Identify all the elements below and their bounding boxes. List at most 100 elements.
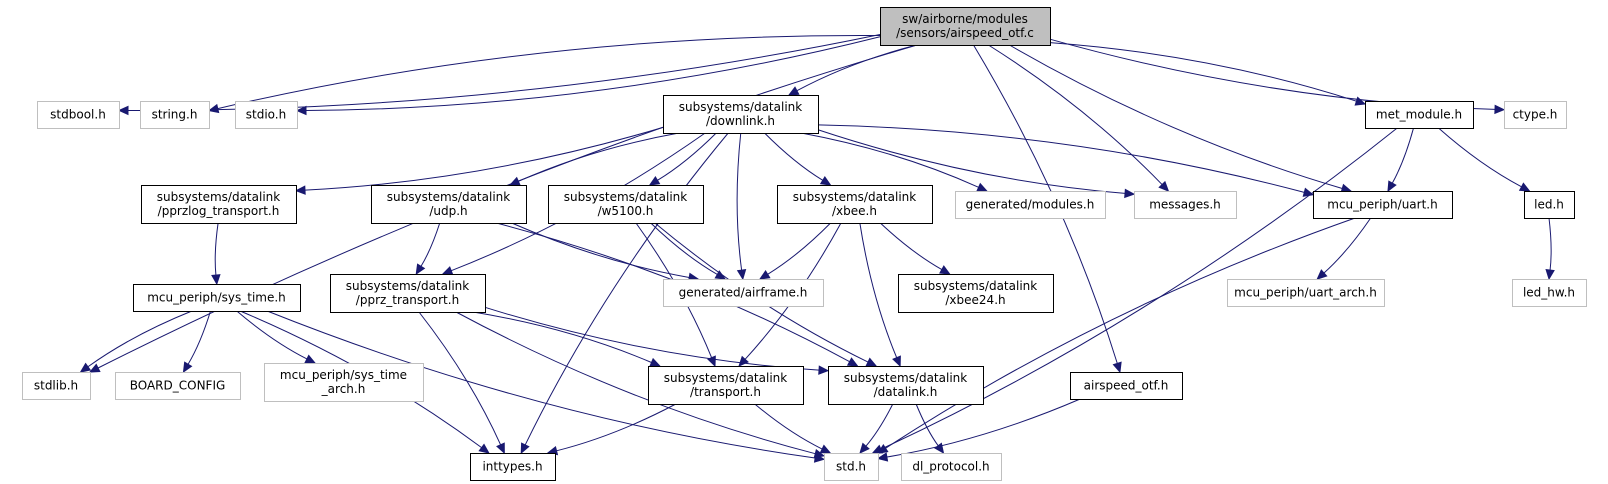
node-box-udp bbox=[371, 185, 527, 224]
node-label-stdbool-line-1: stdbool.h bbox=[50, 108, 106, 122]
arrowhead-sys_time-to-board_config bbox=[182, 361, 193, 374]
node-box-inttypes bbox=[470, 453, 556, 481]
node-string: string.h bbox=[140, 101, 210, 129]
node-label-sys_time_arch-line-2: _arch.h bbox=[321, 382, 366, 396]
node-box-met_module bbox=[1365, 101, 1474, 129]
edge-w5100-to-gen_airframe bbox=[650, 222, 718, 275]
node-label-pprzlog-line-1: subsystems/datalink bbox=[157, 190, 280, 204]
arrowhead-pprz_transport-to-inttypes bbox=[496, 442, 505, 455]
arrowhead-w5100-to-gen_airframe bbox=[714, 270, 727, 280]
node-label-udp-line-2: /udp.h bbox=[429, 204, 467, 218]
edge-downlink-to-xbee bbox=[764, 132, 824, 181]
node-board_config: BOARD_CONFIG bbox=[115, 372, 241, 400]
arrowhead-w5100-to-transport bbox=[707, 355, 716, 368]
node-label-string-line-1: string.h bbox=[152, 108, 198, 122]
arrowhead-root-to-string bbox=[207, 103, 220, 114]
node-gen_modules: generated/modules.h bbox=[955, 191, 1106, 219]
node-label-inttypes-line-1: inttypes.h bbox=[482, 460, 542, 474]
arrowhead-xbee-to-gen_airframe bbox=[758, 269, 771, 280]
node-udp[interactable]: subsystems/datalink/udp.h bbox=[371, 185, 527, 224]
edge-root-to-stdio bbox=[305, 36, 881, 112]
node-box-root bbox=[880, 7, 1051, 46]
node-datalink[interactable]: subsystems/datalink/datalink.h bbox=[828, 366, 984, 405]
arrowhead-led-to-led_hw bbox=[1545, 268, 1555, 281]
edge-sys_time-to-sys_time_arch bbox=[236, 310, 308, 360]
arrowhead-uart-to-uart_arch bbox=[1316, 269, 1328, 280]
node-uart[interactable]: mcu_periph/uart.h bbox=[1313, 191, 1453, 219]
node-label-gen_modules-line-1: generated/modules.h bbox=[966, 198, 1095, 212]
node-sys_time[interactable]: mcu_periph/sys_time.h bbox=[133, 284, 301, 312]
arrowhead-downlink-to-uart bbox=[1302, 187, 1315, 197]
node-met_module[interactable]: met_module.h bbox=[1365, 101, 1474, 129]
node-label-sys_time-line-1: mcu_periph/sys_time.h bbox=[147, 291, 286, 305]
node-label-stdlib-line-1: stdlib.h bbox=[34, 379, 78, 393]
arrowhead-sys_time-to-inttypes bbox=[478, 443, 490, 454]
arrowhead-pprzlog-to-sys_time bbox=[211, 274, 221, 286]
edge-datalink-to-std bbox=[865, 403, 894, 447]
edge-airspeed_otf-to-std bbox=[886, 398, 1081, 458]
arrowhead-downlink-to-inttypes bbox=[520, 442, 530, 455]
node-uart_arch: mcu_periph/uart_arch.h bbox=[1227, 279, 1385, 307]
node-label-transport-line-2: /transport.h bbox=[690, 385, 761, 399]
node-ctype: ctype.h bbox=[1504, 101, 1567, 129]
node-box-gen_modules bbox=[955, 191, 1106, 219]
arrowhead-downlink-to-pprzlog bbox=[294, 185, 306, 195]
arrowhead-met_module-to-uart bbox=[1387, 180, 1397, 193]
arrowhead-downlink-to-messages bbox=[1124, 188, 1136, 199]
node-label-root-line-2: /sensors/airspeed_otf.c bbox=[896, 26, 1034, 40]
edge-xbee-to-xbee24 bbox=[879, 222, 943, 271]
node-transport[interactable]: subsystems/datalink/transport.h bbox=[648, 366, 804, 405]
arrowhead-root-to-messages bbox=[1158, 180, 1170, 192]
node-messages: messages.h bbox=[1134, 191, 1237, 219]
arrowhead-xbee-to-xbee24 bbox=[939, 265, 951, 275]
node-led[interactable]: led.h bbox=[1524, 191, 1575, 219]
node-box-stdbool bbox=[37, 101, 120, 129]
edge-downlink-to-messages bbox=[817, 129, 1126, 194]
arrowhead-root-to-stdbool bbox=[117, 105, 129, 116]
node-label-downlink-line-1: subsystems/datalink bbox=[679, 100, 802, 114]
node-box-downlink bbox=[663, 95, 819, 134]
arrowhead-pprz_transport-to-transport bbox=[649, 357, 661, 367]
node-label-dl_protocol-line-1: dl_protocol.h bbox=[912, 460, 989, 474]
node-box-board_config bbox=[115, 372, 241, 400]
node-label-transport-line-1: subsystems/datalink bbox=[664, 371, 787, 385]
arrowhead-datalink-to-std bbox=[859, 442, 870, 454]
edge-downlink-to-uart bbox=[817, 124, 1305, 193]
node-box-ctype bbox=[1504, 101, 1567, 129]
edge-downlink-to-udp bbox=[518, 132, 679, 182]
node-box-led_hw bbox=[1512, 279, 1587, 307]
node-inttypes[interactable]: inttypes.h bbox=[470, 453, 556, 481]
arrowhead-w5100-to-datalink bbox=[865, 357, 878, 367]
node-xbee[interactable]: subsystems/datalink/xbee.h bbox=[777, 185, 933, 224]
arrowhead-udp-to-datalink bbox=[846, 357, 859, 367]
node-airspeed_otf[interactable]: airspeed_otf.h bbox=[1070, 372, 1183, 400]
arrowhead-root-to-stdlib bbox=[88, 363, 101, 373]
node-label-xbee24-line-2: /xbee24.h bbox=[945, 293, 1005, 307]
arrowhead-root-to-met_module bbox=[1354, 96, 1367, 106]
node-label-xbee-line-2: /xbee.h bbox=[832, 204, 877, 218]
edge-sys_time-to-board_config bbox=[187, 310, 211, 365]
node-box-dl_protocol bbox=[901, 453, 1002, 481]
node-box-airspeed_otf bbox=[1070, 372, 1183, 400]
node-pprz_transport[interactable]: subsystems/datalink/pprz_transport.h bbox=[330, 274, 486, 313]
node-root[interactable]: sw/airborne/modules/sensors/airspeed_otf… bbox=[880, 7, 1051, 46]
edge-met_module-to-std bbox=[880, 127, 1398, 450]
edge-led-to-led_hw bbox=[1548, 217, 1552, 271]
edge-sys_time-to-std bbox=[266, 310, 816, 459]
edge-pprzlog-to-sys_time bbox=[214, 222, 219, 276]
node-box-stdlib bbox=[22, 372, 91, 400]
node-pprzlog[interactable]: subsystems/datalink/pprzlog_transport.h bbox=[141, 185, 297, 224]
node-label-gen_airframe-line-1: generated/airframe.h bbox=[679, 286, 808, 300]
node-label-w5100-line-1: subsystems/datalink bbox=[564, 190, 687, 204]
edge-sys_time-to-stdlib bbox=[87, 310, 193, 368]
node-downlink[interactable]: subsystems/datalink/downlink.h bbox=[663, 95, 819, 134]
node-label-uart-line-1: mcu_periph/uart.h bbox=[1327, 198, 1437, 212]
edge-transport-to-inttypes bbox=[556, 403, 677, 452]
edge-pprz_transport-to-transport bbox=[473, 311, 652, 363]
arrowhead-xbee-to-transport bbox=[738, 355, 749, 367]
node-box-std bbox=[824, 453, 879, 481]
node-label-downlink-line-2: /downlink.h bbox=[706, 114, 775, 128]
node-label-messages-line-1: messages.h bbox=[1149, 198, 1221, 212]
node-w5100[interactable]: subsystems/datalink/w5100.h bbox=[548, 185, 704, 224]
node-xbee24[interactable]: subsystems/datalink/xbee24.h bbox=[898, 274, 1054, 313]
